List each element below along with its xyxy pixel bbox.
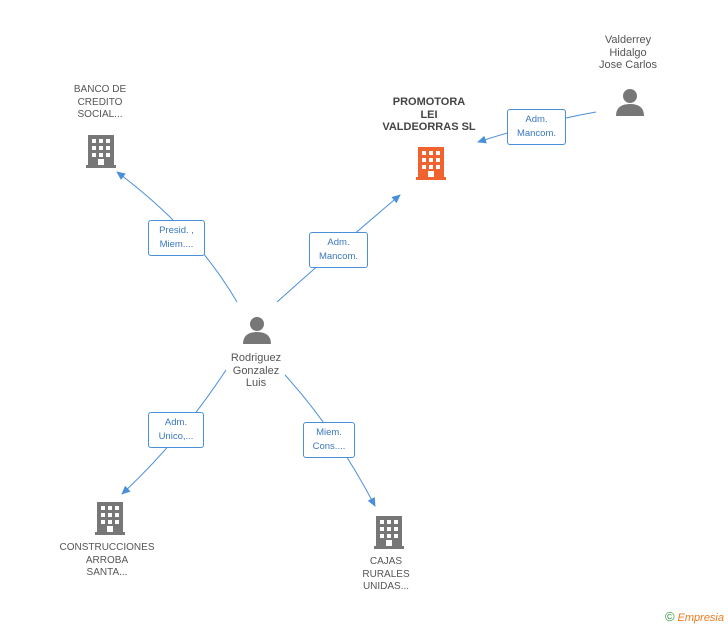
edge-label-adm-mancom-center[interactable]: Adm. Mancom.	[309, 232, 368, 268]
building-icon-focus	[416, 147, 446, 180]
edge-label-adm-mancom-top[interactable]: Adm. Mancom.	[507, 109, 566, 145]
node-label-valderrey[interactable]: Valderrey Hidalgo Jose Carlos	[598, 34, 658, 71]
building-icon	[95, 502, 125, 535]
copyright-icon: ©	[664, 609, 675, 624]
empresia-logo: ©Empresia	[665, 609, 724, 624]
building-icon	[86, 135, 116, 168]
brand-name: mpresia	[684, 612, 724, 624]
person-icon	[616, 89, 644, 116]
node-label-cajas[interactable]: CAJAS RURALES UNIDAS...	[362, 556, 410, 592]
node-label-promotora[interactable]: PROMOTORA LEI VALDEORRAS SL	[382, 96, 476, 133]
node-label-construcciones[interactable]: CONSTRUCCIONES ARROBA SANTA...	[59, 542, 155, 578]
node-label-rodriguez[interactable]: Rodriguez Gonzalez Luis	[230, 352, 282, 389]
edge-label-presid[interactable]: Presid. , Miem....	[148, 220, 205, 256]
brand-initial: E	[677, 612, 685, 624]
person-icon	[243, 317, 271, 344]
building-icon	[374, 516, 404, 549]
edge-label-miem-cons[interactable]: Miem. Cons....	[303, 422, 355, 458]
node-label-banco[interactable]: BANCO DE CREDITO SOCIAL...	[73, 84, 127, 120]
edge-label-adm-unico[interactable]: Adm. Unico,...	[148, 412, 204, 448]
